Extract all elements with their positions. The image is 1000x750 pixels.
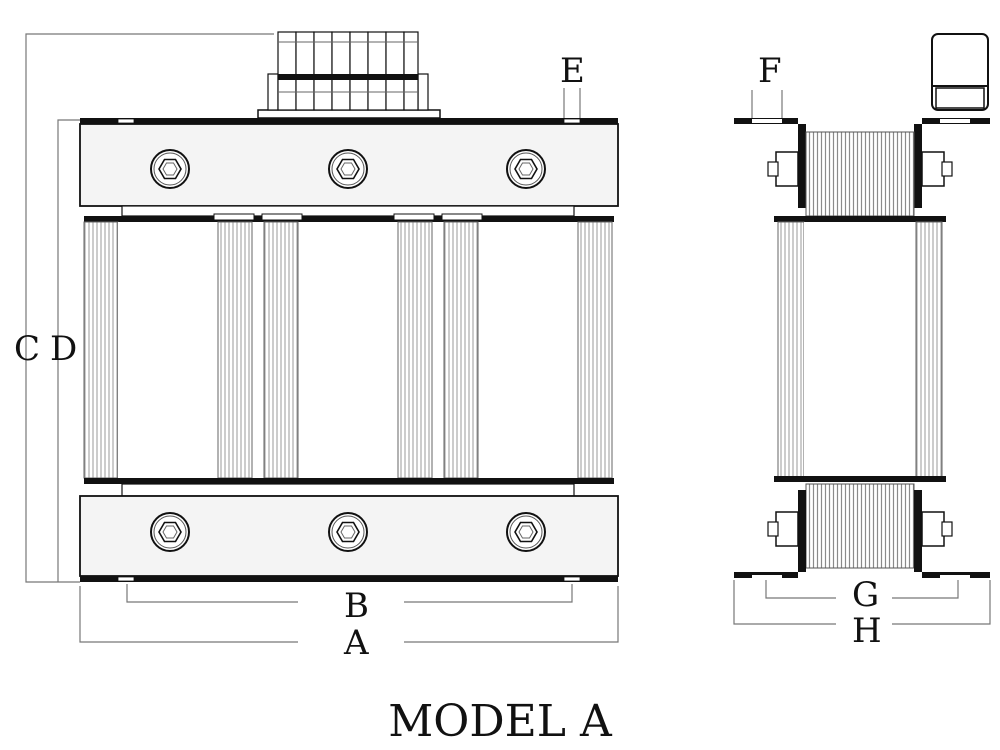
- side-coil: [774, 216, 946, 482]
- front-dimension-lines: [25, 33, 619, 643]
- dimension-label-c: C: [14, 329, 40, 369]
- terminal-block: [257, 31, 441, 119]
- dimension-label-h: H: [852, 611, 882, 651]
- dimension-label-e: E: [560, 51, 585, 91]
- dimension-label-g: G: [852, 575, 879, 615]
- dimension-label-b: B: [344, 586, 369, 626]
- front-view: [25, 31, 619, 643]
- side-view: [733, 33, 991, 625]
- side-terminal: [931, 33, 989, 111]
- side-dimension-lines: [733, 90, 991, 625]
- dimension-label-f: F: [758, 51, 782, 91]
- bottom-frame: [79, 478, 619, 582]
- top-frame: [79, 118, 619, 222]
- coils: [83, 213, 613, 487]
- dimension-label-a: A: [343, 623, 369, 663]
- side-top-brackets: [734, 118, 990, 217]
- dimension-label-d: D: [50, 329, 77, 369]
- side-bottom-brackets: [734, 483, 990, 579]
- model-title: MODEL A: [388, 696, 613, 747]
